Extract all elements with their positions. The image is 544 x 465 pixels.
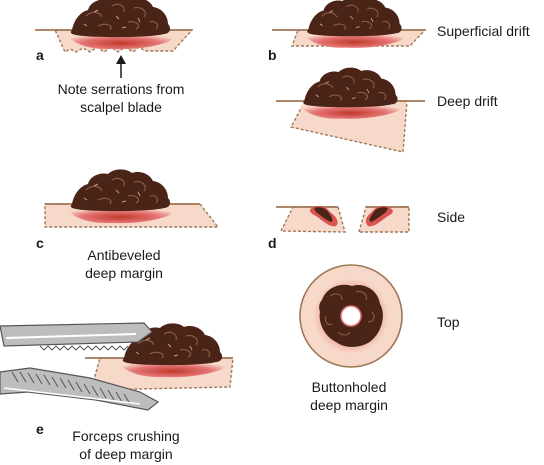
- panel-e-caption-line2: of deep margin: [79, 446, 172, 462]
- panel-b-superficial-specimen: [272, 0, 427, 48]
- panel-d: d Side Top Buttonholed deep margin: [268, 205, 465, 413]
- panel-a-letter: a: [36, 47, 44, 63]
- label-superficial-drift: Superficial drift: [437, 23, 530, 39]
- panel-d-top-specimen: [299, 264, 403, 368]
- panel-a: a Note serrations from scalpel blade: [35, 0, 194, 115]
- panel-d-caption-line1: Buttonholed: [312, 379, 387, 395]
- panel-c: c Antibeveled deep margin: [36, 168, 220, 281]
- panel-d-letter: d: [268, 235, 277, 251]
- panel-c-caption-line2: deep margin: [85, 265, 163, 281]
- panel-e: e Forceps crushing of deep margin: [0, 322, 234, 462]
- panel-b-deep-specimen: [276, 67, 425, 153]
- panel-e-caption-line1: Forceps crushing: [72, 428, 179, 444]
- panel-d-side-specimen: [276, 205, 410, 233]
- panel-a-caption-line1: Note serrations from: [58, 81, 185, 97]
- panel-c-specimen: [44, 168, 220, 228]
- panel-a-caption-line2: scalpel blade: [80, 99, 162, 115]
- serration-arrow: [116, 55, 126, 78]
- label-deep-drift: Deep drift: [437, 93, 498, 109]
- panel-a-specimen: [35, 0, 194, 54]
- panel-e-letter: e: [36, 421, 44, 437]
- label-top: Top: [437, 314, 460, 330]
- panel-b: b Superficial drift Deep drift: [268, 0, 530, 153]
- panel-c-letter: c: [36, 235, 44, 251]
- label-side: Side: [437, 209, 465, 225]
- forceps-icon: [0, 322, 160, 411]
- panel-b-letter: b: [268, 47, 277, 63]
- panel-d-caption-line2: deep margin: [310, 397, 388, 413]
- panel-c-caption-line1: Antibeveled: [87, 247, 160, 263]
